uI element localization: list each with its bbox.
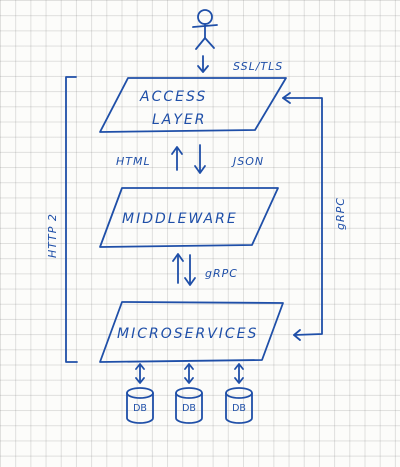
middleware-box: MIDDLEWARE bbox=[99, 187, 279, 248]
database-3-label: DB bbox=[232, 403, 246, 414]
http2-bracket bbox=[65, 76, 78, 363]
database-1: DB bbox=[126, 387, 154, 424]
database-2-label: DB bbox=[182, 403, 196, 414]
database-2: DB bbox=[175, 387, 203, 424]
db-connectors bbox=[135, 363, 244, 384]
grpc-side-loop bbox=[282, 92, 323, 341]
grpc-middle-label: gRPC bbox=[205, 267, 238, 280]
access-layer-box: ACCESS LAYER bbox=[99, 77, 287, 133]
microservices-label: MICROSERVICES bbox=[117, 326, 258, 342]
down-arrow-json bbox=[194, 144, 206, 174]
database-1-label: DB bbox=[133, 403, 147, 414]
user-stick-figure bbox=[192, 9, 218, 50]
middleware-label: MIDDLEWARE bbox=[122, 211, 238, 227]
access-layer-label-line2: LAYER bbox=[152, 112, 207, 128]
user-to-access-arrow bbox=[197, 55, 209, 73]
access-layer-label-line1: ACCESS bbox=[139, 89, 207, 105]
microservices-box: MICROSERVICES bbox=[99, 301, 284, 363]
html-label: HTML bbox=[116, 155, 151, 168]
database-3: DB bbox=[225, 387, 253, 424]
up-arrow-html bbox=[171, 146, 183, 171]
up-arrow-grpc bbox=[172, 253, 184, 284]
down-arrow-grpc bbox=[184, 254, 196, 286]
ssl-tls-label: SSL/TLS bbox=[233, 60, 283, 73]
json-label: JSON bbox=[231, 155, 264, 168]
grpc-side-label: gRPC bbox=[334, 197, 347, 230]
http2-label: HTTP 2 bbox=[46, 213, 59, 258]
